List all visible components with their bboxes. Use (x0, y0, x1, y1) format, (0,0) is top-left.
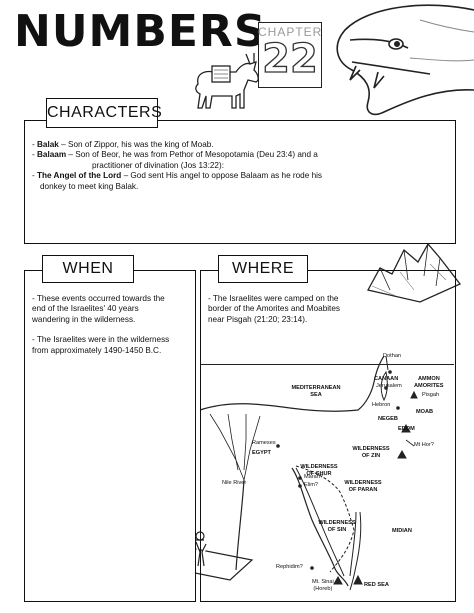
map-label-amorites: AMORITES (414, 383, 444, 389)
map-label-nile: Nile River (222, 480, 247, 486)
map-label-rameses: Rameses (252, 440, 276, 446)
map-label-midian: MIDIAN (392, 528, 412, 534)
map-top-border (200, 364, 454, 365)
map-label-rephidim: Rephidim? (276, 564, 303, 570)
map-label-moab: MOAB (416, 409, 434, 415)
map-label-elim: Elim? (304, 482, 318, 488)
map-label-hebron: Hebron (372, 402, 391, 408)
map-label-dothan: Dothan (383, 353, 402, 359)
characters-heading: CHARACTERS (46, 98, 162, 128)
character-balak: - Balak – Son of Zippor, his was the kin… (32, 140, 214, 149)
map-label-sinai: Mt. Sinai(Horeb) (312, 579, 334, 592)
page-title: NUMBERS (14, 6, 267, 57)
where-panel (200, 270, 456, 602)
map-label-ammon: AMMON (418, 376, 440, 382)
map-label-egypt: EGYPT (252, 450, 271, 456)
characters-panel (24, 120, 456, 244)
map-label-canaan: CANAAN (374, 376, 399, 382)
when-heading: WHEN (42, 255, 134, 283)
map-drawing (199, 355, 418, 591)
donkey-illustration (195, 53, 259, 109)
chapter-box (258, 22, 322, 88)
map-label-mthor: Mt Hor? (414, 442, 434, 448)
chapter-label: CHAPTER (258, 25, 323, 39)
character-balaam: - Balaam – Son of Beor, he was from Peth… (32, 150, 318, 160)
character-angel: - The Angel of the Lord – God sent His a… (32, 171, 323, 181)
map-label-marah: Marah? (304, 474, 323, 480)
map-label-pisgah: Pisgah (422, 392, 440, 398)
map-label-redsea: RED SEA (364, 582, 389, 588)
map-label-jerusalem: Jerusalem (376, 383, 402, 389)
snake-illustration (336, 4, 474, 116)
characters-list: - Balak – Son of Zippor, his was the kin… (32, 140, 448, 192)
chapter-number: 22 (262, 36, 319, 82)
mountain-illustration (367, 231, 462, 303)
map-label-negeb: NEGEB (378, 416, 398, 422)
map-label-edom: EDOM (398, 426, 415, 432)
when-panel (24, 270, 196, 602)
when-text: - These events occurred towards the end … (32, 294, 170, 355)
where-text: - The Israelites were camped on the bord… (208, 294, 340, 324)
where-heading: WHERE (218, 255, 308, 283)
